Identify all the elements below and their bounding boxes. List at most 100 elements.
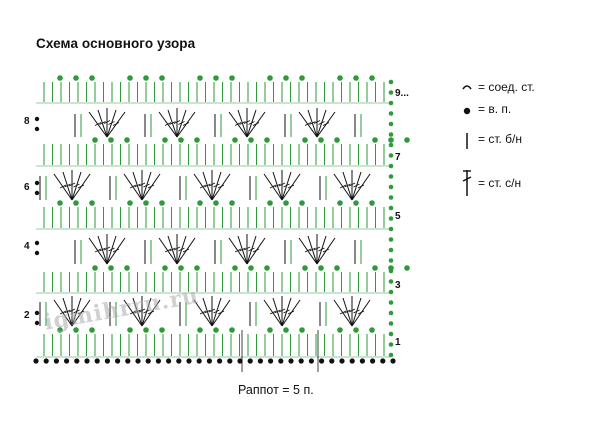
double-crochet-bar (138, 308, 146, 313)
double-crochet-bar (344, 309, 351, 314)
chain-dot (388, 352, 394, 358)
row-number-right: 9... (395, 88, 409, 99)
chain-dot (84, 358, 90, 364)
double-crochet-bar (269, 184, 277, 189)
double-crochet-bar (304, 248, 312, 253)
chain-dot (135, 358, 141, 364)
legend-label-single-crochet: = ст. б/н (478, 132, 523, 146)
chain-dot (388, 100, 394, 106)
double-crochet-bar (169, 247, 176, 252)
chain-dot (388, 121, 394, 127)
chain-dot (353, 75, 359, 81)
double-crochet-bar (99, 247, 106, 252)
chain-dot (388, 79, 394, 85)
chain-dot (388, 300, 394, 305)
chain-dot (33, 358, 39, 364)
chain-dot (127, 200, 133, 206)
double-crochet-bar (208, 182, 216, 187)
double-crochet-bar (178, 121, 185, 125)
chain-dot (73, 327, 79, 333)
chain-dot (73, 200, 79, 206)
chain-dot (143, 200, 149, 206)
chain-dot (337, 327, 343, 333)
double-crochet-bar (129, 310, 137, 315)
double-crochet-bar (357, 184, 365, 189)
double-crochet-bar (217, 184, 225, 189)
chain-dot (124, 137, 130, 143)
double-crochet-bar (322, 122, 330, 126)
chain-dot (196, 358, 202, 364)
double-crochet-bar (103, 120, 111, 124)
chain-dot (232, 137, 238, 143)
chain-dot (299, 75, 305, 81)
double-crochet-bar (108, 247, 115, 252)
double-crochet-bar (357, 310, 365, 315)
chain-dot (308, 358, 314, 364)
double-crochet-bar (278, 182, 286, 187)
chain-dot (194, 137, 200, 143)
double-crochet-bar (339, 310, 347, 315)
chain-dot (34, 250, 40, 256)
chain-dot (337, 75, 343, 81)
chain-dot (89, 75, 95, 81)
double-crochet-bar (318, 121, 325, 125)
chain-dot (194, 265, 200, 271)
double-crochet-bar (73, 183, 80, 188)
chain-dot (94, 358, 100, 364)
chain-dot (370, 358, 376, 364)
slip-stitch-arc-icon (462, 85, 472, 90)
double-crochet-bar (287, 184, 295, 189)
chain-dot (353, 327, 359, 333)
chain-dot (197, 75, 203, 81)
repeat-label: Раппот = 5 п. (238, 383, 314, 397)
double-crochet-bar (143, 309, 150, 314)
row-number-left: 6 (24, 182, 30, 193)
double-crochet-bar (239, 121, 246, 125)
chain-dot (74, 358, 80, 364)
double-crochet-bar (94, 122, 102, 126)
chain-dot (302, 137, 308, 143)
chain-dot (89, 200, 95, 206)
double-crochet-bar (313, 120, 321, 124)
double-crochet-bar (204, 309, 211, 314)
double-crochet-bar (199, 184, 207, 189)
double-crochet-icon (462, 170, 472, 196)
chain-dot (108, 137, 114, 143)
chain-dot (318, 137, 324, 143)
legend-label-double-crochet: = ст. с/н (478, 176, 522, 190)
chain-dot (299, 327, 305, 333)
chain-dot (178, 265, 184, 271)
row-number-right: 1 (395, 337, 401, 348)
double-crochet-bar (243, 246, 251, 251)
chain-dot (162, 265, 168, 271)
double-crochet-bar (112, 248, 120, 253)
chain-dot (388, 132, 394, 137)
chain-dot (34, 310, 40, 316)
chain-dot (388, 342, 394, 347)
chain-dot (159, 200, 165, 206)
double-crochet-bar (239, 247, 246, 252)
double-crochet-bar (68, 308, 76, 313)
chain-dot (388, 90, 394, 95)
row-number-right: 7 (395, 152, 401, 163)
double-crochet-bar (304, 122, 312, 126)
chain-dot (64, 358, 70, 364)
chain-dot (227, 358, 233, 364)
chain-dot (108, 265, 114, 271)
chain-dot (213, 327, 219, 333)
chain-dot (34, 190, 40, 196)
chain-dot (124, 265, 130, 271)
chain-dot (213, 75, 219, 81)
chain-dot (283, 75, 289, 81)
chain-dot (166, 358, 172, 364)
double-crochet-bar (59, 184, 67, 189)
chain-dot (334, 137, 340, 143)
double-crochet-bar (348, 308, 356, 313)
chain-dot (268, 358, 274, 364)
chain-dot (302, 265, 308, 271)
chain-dot (388, 142, 394, 148)
chain-dot (388, 265, 394, 271)
chain-dot (329, 358, 335, 364)
chain-dot (388, 216, 394, 221)
chain-dot (127, 327, 133, 333)
